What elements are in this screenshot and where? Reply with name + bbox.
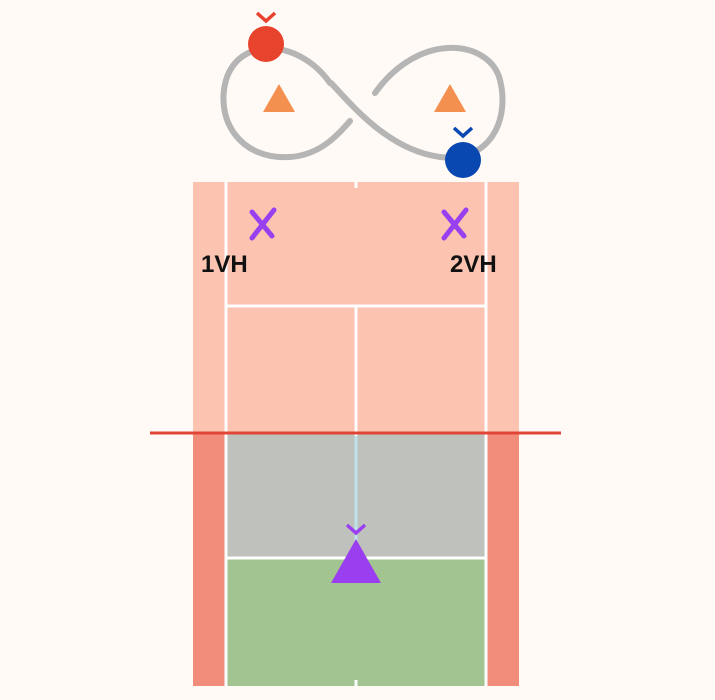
purple-chevron-icon: [345, 523, 367, 536]
red-chevron-icon: [255, 11, 277, 24]
label-2vh: 2VH: [450, 251, 497, 278]
label-1vh: 1VH: [201, 251, 248, 278]
purple-cross-icon-right: [441, 207, 469, 241]
red-circle-icon: [248, 26, 284, 62]
blue-chevron-icon: [452, 126, 474, 139]
orange-triangle-icon-right: [434, 84, 466, 112]
purple-triangle-icon: [331, 539, 381, 583]
blue-circle-icon: [445, 142, 481, 178]
left-alley-lower: [193, 434, 226, 686]
right-alley-lower: [486, 434, 519, 686]
orange-triangle-icon-left: [263, 84, 295, 112]
purple-cross-icon-left: [249, 207, 277, 241]
